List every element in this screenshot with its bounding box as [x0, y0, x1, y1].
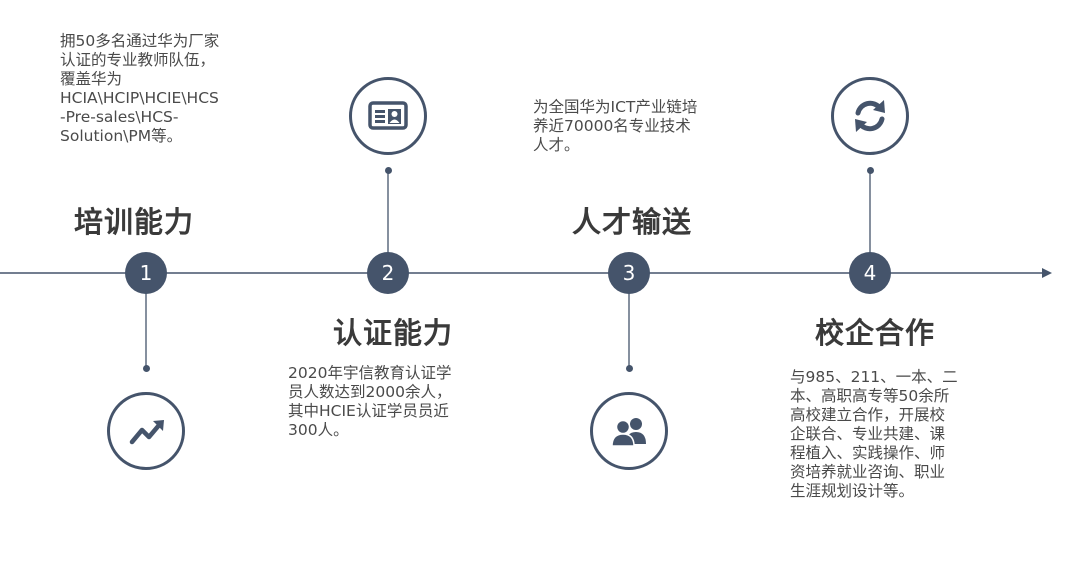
id-card-icon: [368, 101, 408, 130]
stage-4-icon-circle: [831, 77, 909, 155]
stage-1-icon-circle: [107, 392, 185, 470]
stage-1-number: 1: [125, 252, 167, 294]
stage-2-description: 2020年宇信教育认证学 员人数达到2000余人， 其中HCIE认证学员员近 3…: [288, 364, 452, 439]
stage-2-icon-circle: [349, 77, 427, 155]
stage-1-title: 培训能力: [74, 205, 195, 239]
connector-dot-1: [142, 364, 150, 372]
timeline-arrowhead: [1042, 268, 1052, 278]
stage-1-description: 拥50多名通过华为厂家 认证的专业教师队伍， 覆盖华为 HCIA\HCIP\HC…: [60, 32, 220, 145]
trend-up-icon: [129, 420, 164, 445]
connector-dot-3: [625, 364, 633, 372]
stage-2-number: 2: [367, 252, 409, 294]
stage-4-description: 与985、211、一本、二 本、高职高专等50余所 高校建立合作，开展校 企联合…: [790, 368, 958, 500]
connector-dot-2: [384, 166, 392, 174]
connector-dot-4: [866, 166, 874, 174]
stage-3-number: 3: [608, 252, 650, 294]
stage-3-description: 为全国华为ICT产业链培 养近70000名专业技术 人才。: [533, 98, 698, 154]
stage-3-title: 人才输送: [572, 205, 693, 239]
stage-4-title: 校企合作: [815, 316, 936, 350]
stage-3-icon-circle: [590, 392, 668, 470]
stage-2-title: 认证能力: [333, 316, 454, 350]
users-icon: [611, 418, 646, 447]
refresh-icon: [855, 100, 885, 132]
stage-4-number: 4: [849, 252, 891, 294]
